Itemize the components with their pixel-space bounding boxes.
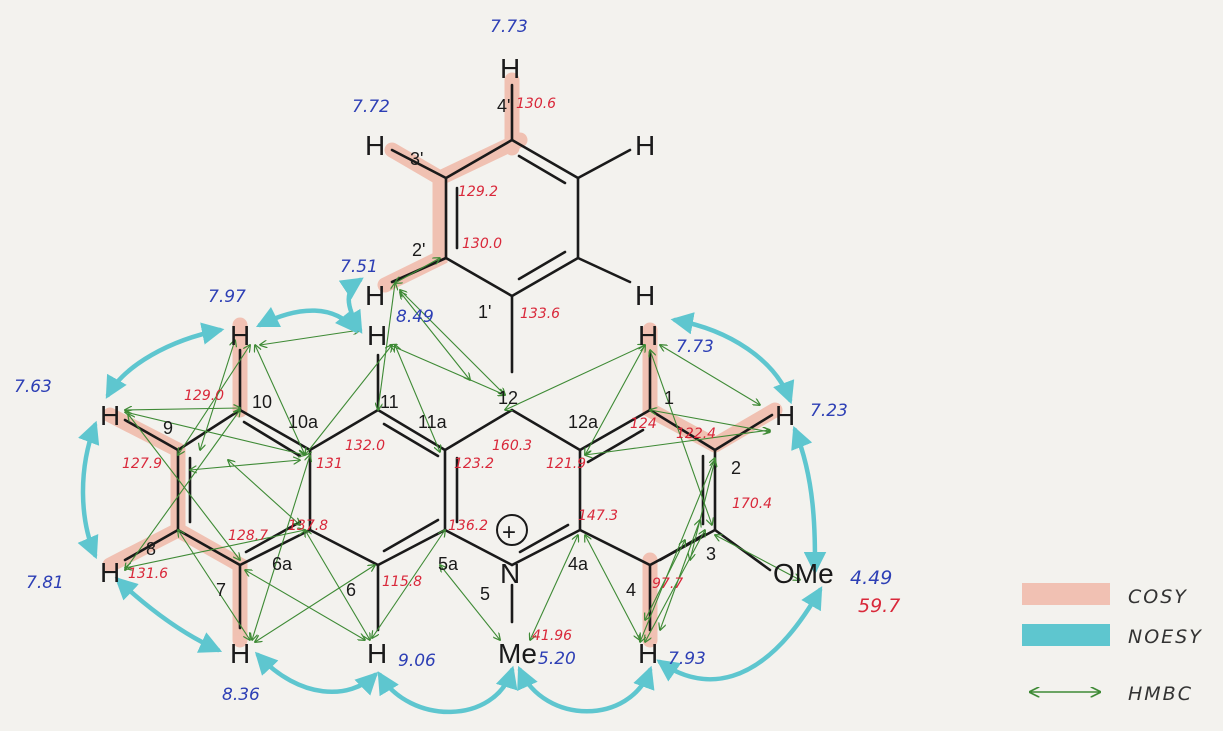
legend: COSY NOESY HMBC — [1022, 583, 1203, 705]
atom-h-1: H — [638, 320, 658, 351]
atom-h-10: H — [230, 320, 250, 351]
h1-ome: 4.49 — [850, 567, 892, 589]
pos-4a: 4a — [568, 554, 589, 574]
c13-10: 129.0 — [184, 388, 224, 404]
pos-12a: 12a — [568, 412, 599, 432]
c13-1p: 133.6 — [520, 306, 560, 322]
h1-10: 7.97 — [208, 287, 246, 307]
c13-3p: 129.2 — [458, 184, 498, 200]
c13-3: 170.4 — [732, 496, 772, 512]
c13-11: 132.0 — [345, 438, 385, 454]
h1-2: 7.23 — [810, 401, 848, 421]
c13-10a: 131 — [316, 456, 343, 472]
pos-2: 2 — [731, 458, 741, 478]
pos-5a: 5a — [438, 554, 459, 574]
pos-3p: 3' — [410, 149, 423, 169]
atom-h-3p: H — [365, 130, 385, 161]
legend-hmbc-label: HMBC — [1128, 683, 1193, 705]
c13-1: 124 — [630, 416, 657, 432]
h1-2p: 7.51 — [340, 257, 378, 277]
noesy-correlations — [77, 277, 827, 715]
atom-h-top: H — [500, 53, 520, 84]
c13-7: 128.7 — [228, 528, 268, 544]
h1-3p: 7.72 — [352, 97, 390, 117]
c13-9: 127.9 — [122, 456, 162, 472]
h1-9: 7.63 — [14, 377, 52, 397]
c13-ome: 59.7 — [858, 595, 900, 617]
atom-h-2p: H — [365, 280, 385, 311]
c13-4p: 130.6 — [516, 96, 556, 112]
pos-1p: 1' — [478, 302, 491, 322]
c13-6: 115.8 — [382, 574, 422, 590]
atom-h-11: H — [367, 320, 387, 351]
atom-h-9: H — [100, 400, 120, 431]
h1-1: 7.73 — [676, 337, 714, 357]
h1-6: 9.06 — [398, 651, 436, 671]
h1-nme: 5.20 — [538, 649, 576, 669]
pos-11a: 11a — [418, 412, 448, 432]
atom-h-5p: H — [635, 130, 655, 161]
positive-charge: + — [502, 519, 516, 546]
positive-charge-circle — [496, 514, 528, 546]
c13-4: 97.7 — [652, 576, 683, 592]
h1-8: 7.81 — [26, 573, 64, 593]
atom-ome: OMe — [773, 558, 834, 589]
c13-8: 131.6 — [128, 566, 168, 582]
pos-2p: 2' — [412, 240, 425, 260]
atom-n5: N — [500, 558, 520, 589]
c13-6a: 137.8 — [288, 518, 328, 534]
h1-4p: 7.73 — [490, 17, 528, 37]
pos-5: 5 — [480, 584, 490, 604]
c13-2: 122.4 — [676, 426, 716, 442]
pos-7: 7 — [216, 580, 226, 600]
pos-3: 3 — [706, 544, 716, 564]
hmbc-correlations — [125, 258, 800, 642]
pos-10a: 10a — [288, 412, 319, 432]
pos-4p: 4' — [497, 96, 510, 116]
legend-cosy-swatch — [1022, 583, 1110, 605]
atom-h-7: H — [230, 638, 250, 669]
pos-10: 10 — [252, 392, 272, 412]
h1-11: 8.49 — [396, 307, 434, 327]
pos-4: 4 — [626, 580, 636, 600]
atom-h-2: H — [775, 400, 795, 431]
pos-6a: 6a — [272, 554, 293, 574]
pos-12: 12 — [498, 388, 518, 408]
h1-4: 7.93 — [668, 649, 706, 669]
atom-h-8: H — [100, 557, 120, 588]
c13-4a: 147.3 — [578, 508, 618, 524]
atom-h-6p: H — [635, 280, 655, 311]
c13-12a: 121.9 — [546, 456, 586, 472]
c13-nme: 41.96 — [532, 628, 572, 644]
atom-h-6: H — [367, 638, 387, 669]
atom-h-4: H — [638, 638, 658, 669]
pos-9: 9 — [163, 418, 173, 438]
h1-7: 8.36 — [222, 685, 260, 705]
c13-11a: 123.2 — [454, 456, 494, 472]
pos-6: 6 — [346, 580, 356, 600]
c13-5a: 136.2 — [448, 518, 488, 534]
legend-noesy-label: NOESY — [1128, 626, 1203, 648]
pos-1: 1 — [664, 388, 674, 408]
atom-me-n: Me — [498, 638, 537, 669]
c13-2p: 130.0 — [462, 236, 502, 252]
legend-noesy-swatch — [1022, 624, 1110, 646]
c13-12: 160.3 — [492, 438, 532, 454]
legend-cosy-label: COSY — [1128, 586, 1188, 608]
pos-8: 8 — [146, 539, 156, 559]
pos-11: 11 — [380, 392, 399, 412]
